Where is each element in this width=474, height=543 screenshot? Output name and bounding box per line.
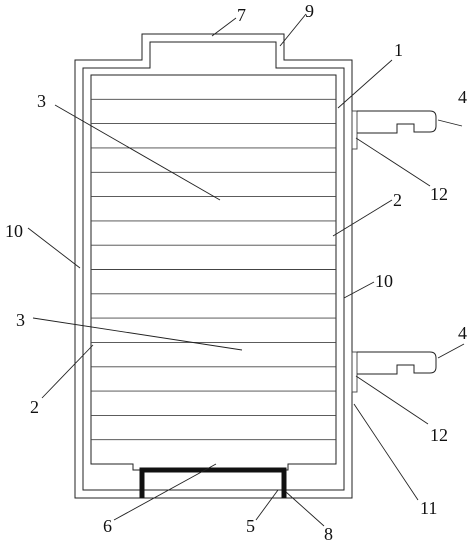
leader-2b bbox=[41, 344, 94, 399]
label-11: 11 bbox=[420, 498, 437, 518]
label-5: 5 bbox=[246, 516, 255, 536]
leader-1 bbox=[337, 59, 393, 109]
label-4-upper: 4 bbox=[458, 87, 467, 107]
inner-casing bbox=[82, 41, 345, 491]
leader-12b bbox=[355, 375, 429, 425]
bracket-plate-lower bbox=[351, 351, 358, 393]
label-8: 8 bbox=[324, 524, 333, 543]
leader-11 bbox=[353, 403, 419, 501]
label-10-left: 10 bbox=[5, 221, 23, 241]
label-12-lower: 12 bbox=[430, 425, 448, 445]
leader-8 bbox=[285, 491, 325, 527]
reference-numerals: 7 9 1 3 4 12 2 10 10 3 4 2 12 11 6 5 8 bbox=[5, 1, 467, 543]
leader-9 bbox=[279, 13, 307, 47]
leader-5 bbox=[255, 489, 279, 521]
mounting-bracket-upper bbox=[351, 110, 437, 150]
leader-7 bbox=[211, 17, 237, 37]
leader-3b bbox=[32, 317, 243, 351]
cell-stack-outline bbox=[90, 74, 337, 471]
bracket-hook-upper bbox=[357, 110, 437, 134]
outer-casing bbox=[74, 33, 353, 499]
cell-stack bbox=[90, 74, 337, 471]
bottom-terminal-bracket bbox=[139, 467, 287, 498]
leader-lines bbox=[27, 13, 465, 527]
label-7: 7 bbox=[237, 5, 246, 25]
label-1: 1 bbox=[394, 40, 403, 60]
label-3-upper: 3 bbox=[37, 91, 46, 111]
leader-10a bbox=[27, 227, 81, 269]
leader-3a bbox=[54, 104, 221, 201]
label-4-lower: 4 bbox=[458, 323, 467, 343]
leader-6 bbox=[113, 463, 217, 521]
leader-4a bbox=[437, 119, 463, 127]
label-2-right: 2 bbox=[393, 190, 402, 210]
label-9: 9 bbox=[305, 1, 314, 21]
mounting-bracket-lower bbox=[351, 351, 437, 393]
leader-12a bbox=[355, 137, 431, 187]
leader-4b bbox=[437, 343, 465, 359]
label-12-upper: 12 bbox=[430, 184, 448, 204]
cell-separator-lines bbox=[91, 98, 336, 441]
label-10-right: 10 bbox=[375, 271, 393, 291]
bracket-plate-upper bbox=[351, 110, 358, 150]
label-6: 6 bbox=[103, 516, 112, 536]
bracket-hook-lower bbox=[357, 351, 437, 375]
label-3-lower: 3 bbox=[16, 310, 25, 330]
label-2-left: 2 bbox=[30, 397, 39, 417]
leader-2a bbox=[332, 199, 393, 237]
leader-10b bbox=[343, 281, 375, 299]
